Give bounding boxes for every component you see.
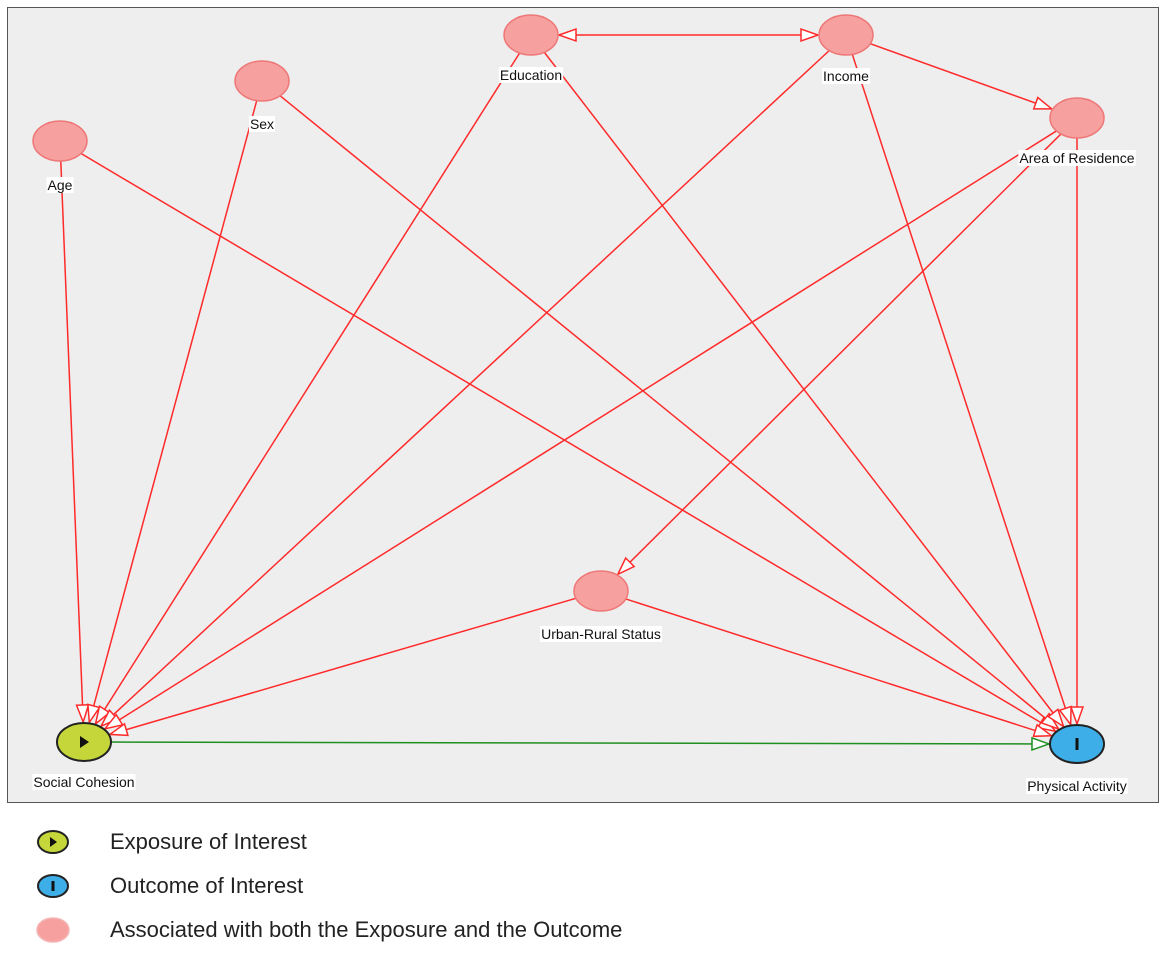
node-income[interactable]: Income <box>818 14 874 84</box>
node-physical[interactable]: Physical Activity <box>1026 724 1128 794</box>
node-label-bg <box>540 626 662 642</box>
bar-icon <box>1075 738 1079 750</box>
node-label: Age <box>48 177 73 193</box>
play-icon <box>80 736 89 748</box>
legend-item-adjusted: Associated with both the Exposure and th… <box>28 908 1128 952</box>
node-label: Education <box>500 67 562 83</box>
node-shape <box>32 120 88 162</box>
node-shape <box>503 14 559 56</box>
edge-social-to-physical <box>110 736 1052 751</box>
node-area[interactable]: Area of Residence <box>1018 97 1136 166</box>
legend: Exposure of Interest Outcome of Interest… <box>28 820 1128 952</box>
edge-education-to-social <box>94 52 521 726</box>
node-urban[interactable]: Urban-Rural Status <box>540 570 662 642</box>
node-label: Urban-Rural Status <box>541 626 661 642</box>
edge-urban-to-social <box>107 597 577 737</box>
edge-area-to-social <box>103 130 1057 731</box>
node-label-bg <box>822 68 871 84</box>
dag-background <box>7 7 1159 803</box>
node-label: Sex <box>250 116 274 132</box>
node-sex[interactable]: Sex <box>234 60 290 132</box>
node-label-bg <box>1026 778 1128 794</box>
edge-area-to-physical <box>1069 138 1085 727</box>
edge-age-to-social <box>60 160 90 725</box>
exposure-node-icon <box>37 830 69 854</box>
node-label: Social Cohesion <box>33 774 134 790</box>
node-education[interactable]: Education <box>498 14 564 83</box>
node-social[interactable]: Social Cohesion <box>32 722 136 790</box>
edge-income-to-area <box>870 43 1054 110</box>
node-label-bg <box>1018 150 1136 166</box>
node-age[interactable]: Age <box>32 120 88 193</box>
node-label-bg <box>32 774 136 790</box>
edge-income-to-physical <box>851 54 1072 727</box>
node-label-bg <box>498 67 564 83</box>
legend-label: Exposure of Interest <box>110 829 307 854</box>
edge-sex-to-physical <box>279 95 1061 731</box>
legend-label: Outcome of Interest <box>110 873 304 898</box>
edge-education-to-income <box>556 27 821 43</box>
adjusted-node-icon <box>36 917 70 943</box>
node-shape <box>818 14 874 56</box>
outcome-node-icon <box>37 874 69 898</box>
node-label: Income <box>823 68 869 84</box>
legend-label: Associated with both the Exposure and th… <box>110 917 623 942</box>
edge-area-to-urban <box>616 133 1062 576</box>
legend-item-outcome: Outcome of Interest <box>28 864 1128 908</box>
edges-layer <box>60 27 1085 751</box>
node-label-bg <box>248 116 276 132</box>
edge-sex-to-social <box>87 100 258 725</box>
node-shape <box>573 570 629 612</box>
node-label: Physical Activity <box>1027 778 1127 794</box>
node-shape <box>1049 97 1105 139</box>
node-shape <box>234 60 290 102</box>
node-label: Area of Residence <box>1019 150 1134 166</box>
legend-item-exposure: Exposure of Interest <box>28 820 1128 864</box>
edge-urban-to-physical <box>625 598 1054 738</box>
node-label-bg <box>46 177 74 193</box>
